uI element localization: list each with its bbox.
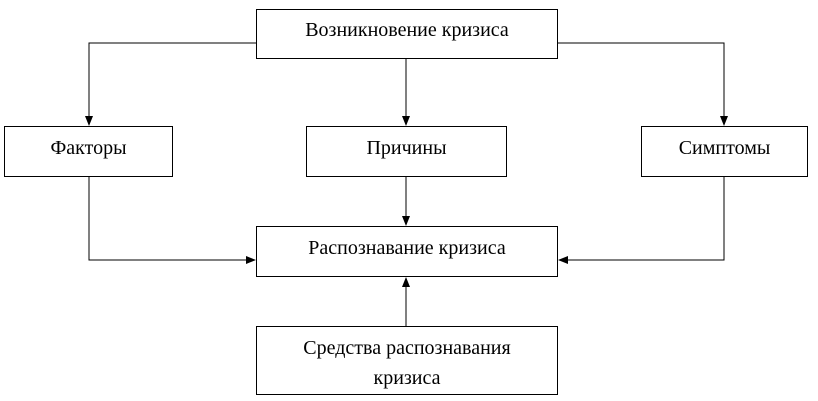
node-crisis-emergence: Возникновение кризиса <box>256 9 558 59</box>
edge-emergence-to-symptoms <box>558 42 728 126</box>
edge-factors-to-recognition <box>88 177 256 264</box>
node-factors: Факторы <box>4 126 173 177</box>
node-crisis-emergence-label: Возникновение кризиса <box>305 19 509 41</box>
node-causes: Причины <box>306 126 507 177</box>
node-symptoms: Симптомы <box>641 126 808 177</box>
edge-emergence-to-factors <box>85 42 256 126</box>
node-recognition-means-label: Средства распознавания кризиса <box>303 336 511 389</box>
edge-symptoms-to-recognition <box>558 177 725 264</box>
node-symptoms-label: Симптомы <box>678 137 771 159</box>
node-causes-label: Причины <box>366 137 447 159</box>
node-crisis-recognition: Распознавание кризиса <box>256 226 558 277</box>
node-factors-label: Факторы <box>50 137 127 159</box>
node-recognition-means: Средства распознавания кризиса <box>256 326 558 395</box>
node-crisis-recognition-label: Распознавание кризиса <box>308 237 506 259</box>
